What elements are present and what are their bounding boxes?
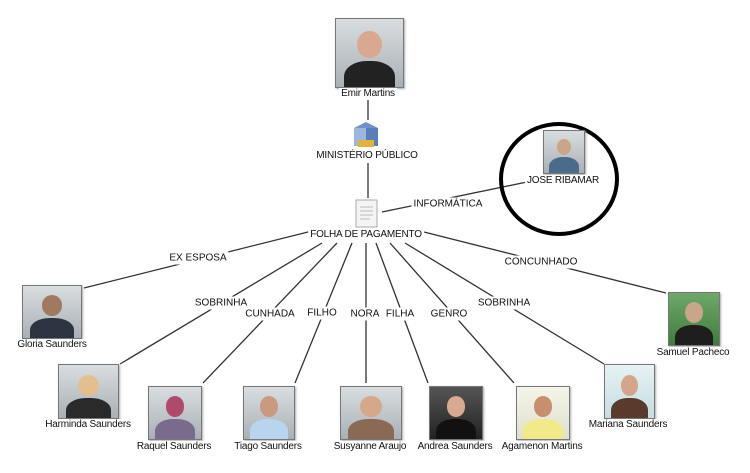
relation-ex-esposa: EX ESPOSA [167,251,229,265]
mariana-saunders-name: Mariana Saunders [586,419,670,430]
jose-ribamar-name: JOSE RIBAMAR [524,175,602,186]
harminda-saunders-name: Harminda Saunders [43,419,133,430]
ministerio-publico-label: MINISTÉRIO PÚBLICO [314,150,420,161]
relation-cunhada: CUNHADA [243,307,297,321]
gloria-saunders-photo [22,285,82,339]
folha-de-pagamento-label: FOLHA DE PAGAMENTO [308,229,424,240]
agamenon-martins-name: Agamenon Martins [499,441,585,452]
tiago-saunders-name: Tiago Saunders [232,441,304,452]
jose-ribamar-photo [543,130,585,174]
relation-sobrinha-2: SOBRINHA [475,296,533,310]
relation-nora: NORA [348,307,382,321]
tiago-saunders-photo [243,386,295,440]
raquel-saunders-name: Raquel Saunders [134,441,214,452]
mariana-saunders-photo [604,364,655,419]
relation-concunhado: CONCUNHADO [502,255,580,269]
andrea-saunders-name: Andrea Saunders [415,441,495,452]
relation-sobrinha: SOBRINHA [192,296,250,310]
samuel-pacheco-name: Samuel Pacheco [654,347,732,358]
building-icon [354,122,378,147]
emir-martins-name: Emir Martins [339,88,397,99]
relation-genro: GENRO [428,307,470,321]
relation-informatica: INFORMÁTICA [411,197,485,211]
relation-filha: FILHA [383,307,417,321]
susyanne-araujo-photo [340,386,402,440]
relation-filho: FILHO [305,306,339,320]
highlight-circle [499,122,619,236]
samuel-pacheco-photo [668,292,720,346]
andrea-saunders-photo [429,386,483,440]
emir-martins-photo [335,18,404,88]
gloria-saunders-name: Gloria Saunders [15,339,89,350]
agamenon-martins-photo [516,386,570,440]
harminda-saunders-photo [58,364,119,419]
document-icon [355,199,378,228]
susyanne-araujo-name: Susyanne Araujo [331,441,409,452]
raquel-saunders-photo [148,386,202,440]
